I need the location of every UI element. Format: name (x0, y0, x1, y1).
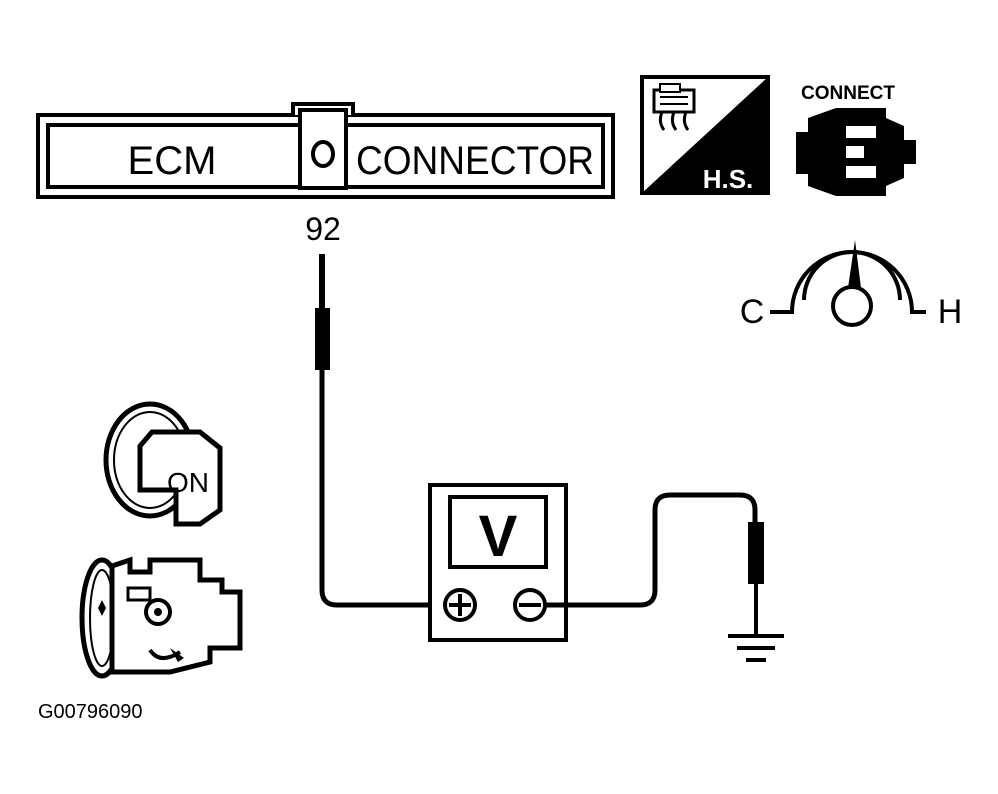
connector-left-label: ECM (128, 139, 217, 183)
gauge-hot-label: H (938, 293, 963, 331)
pin-hole-icon (311, 140, 335, 168)
ecm-connector: ECM CONNECTOR (36, 102, 615, 199)
negative-terminal (513, 588, 547, 622)
connect-icon-label: CONNECT (801, 83, 895, 104)
temperature-gauge-icon: C H (740, 240, 963, 331)
gauge-needle (848, 240, 861, 288)
ground-symbol-icon (728, 634, 784, 662)
test-lead-negative (545, 492, 764, 634)
connector-right-label: CONNECTOR (356, 139, 594, 183)
voltmeter-display-label: V (479, 504, 518, 569)
test-lead-positive (315, 254, 438, 608)
engine-running-icon (79, 556, 243, 679)
pin-number-label: 92 (305, 211, 341, 247)
voltmeter-icon: V (428, 483, 568, 642)
positive-terminal (443, 588, 477, 622)
gauge-cold-label: C (740, 293, 765, 331)
figure-id: G00796090 (38, 701, 143, 723)
ignition-key-icon: ON (103, 401, 223, 527)
ignition-on-label: ON (167, 467, 209, 498)
harness-icon-label: H.S. (703, 164, 754, 194)
connect-plug-icon: CONNECT (796, 83, 916, 196)
gauge-pivot (831, 285, 873, 327)
harness-connector-icon: H.S. (640, 75, 770, 195)
